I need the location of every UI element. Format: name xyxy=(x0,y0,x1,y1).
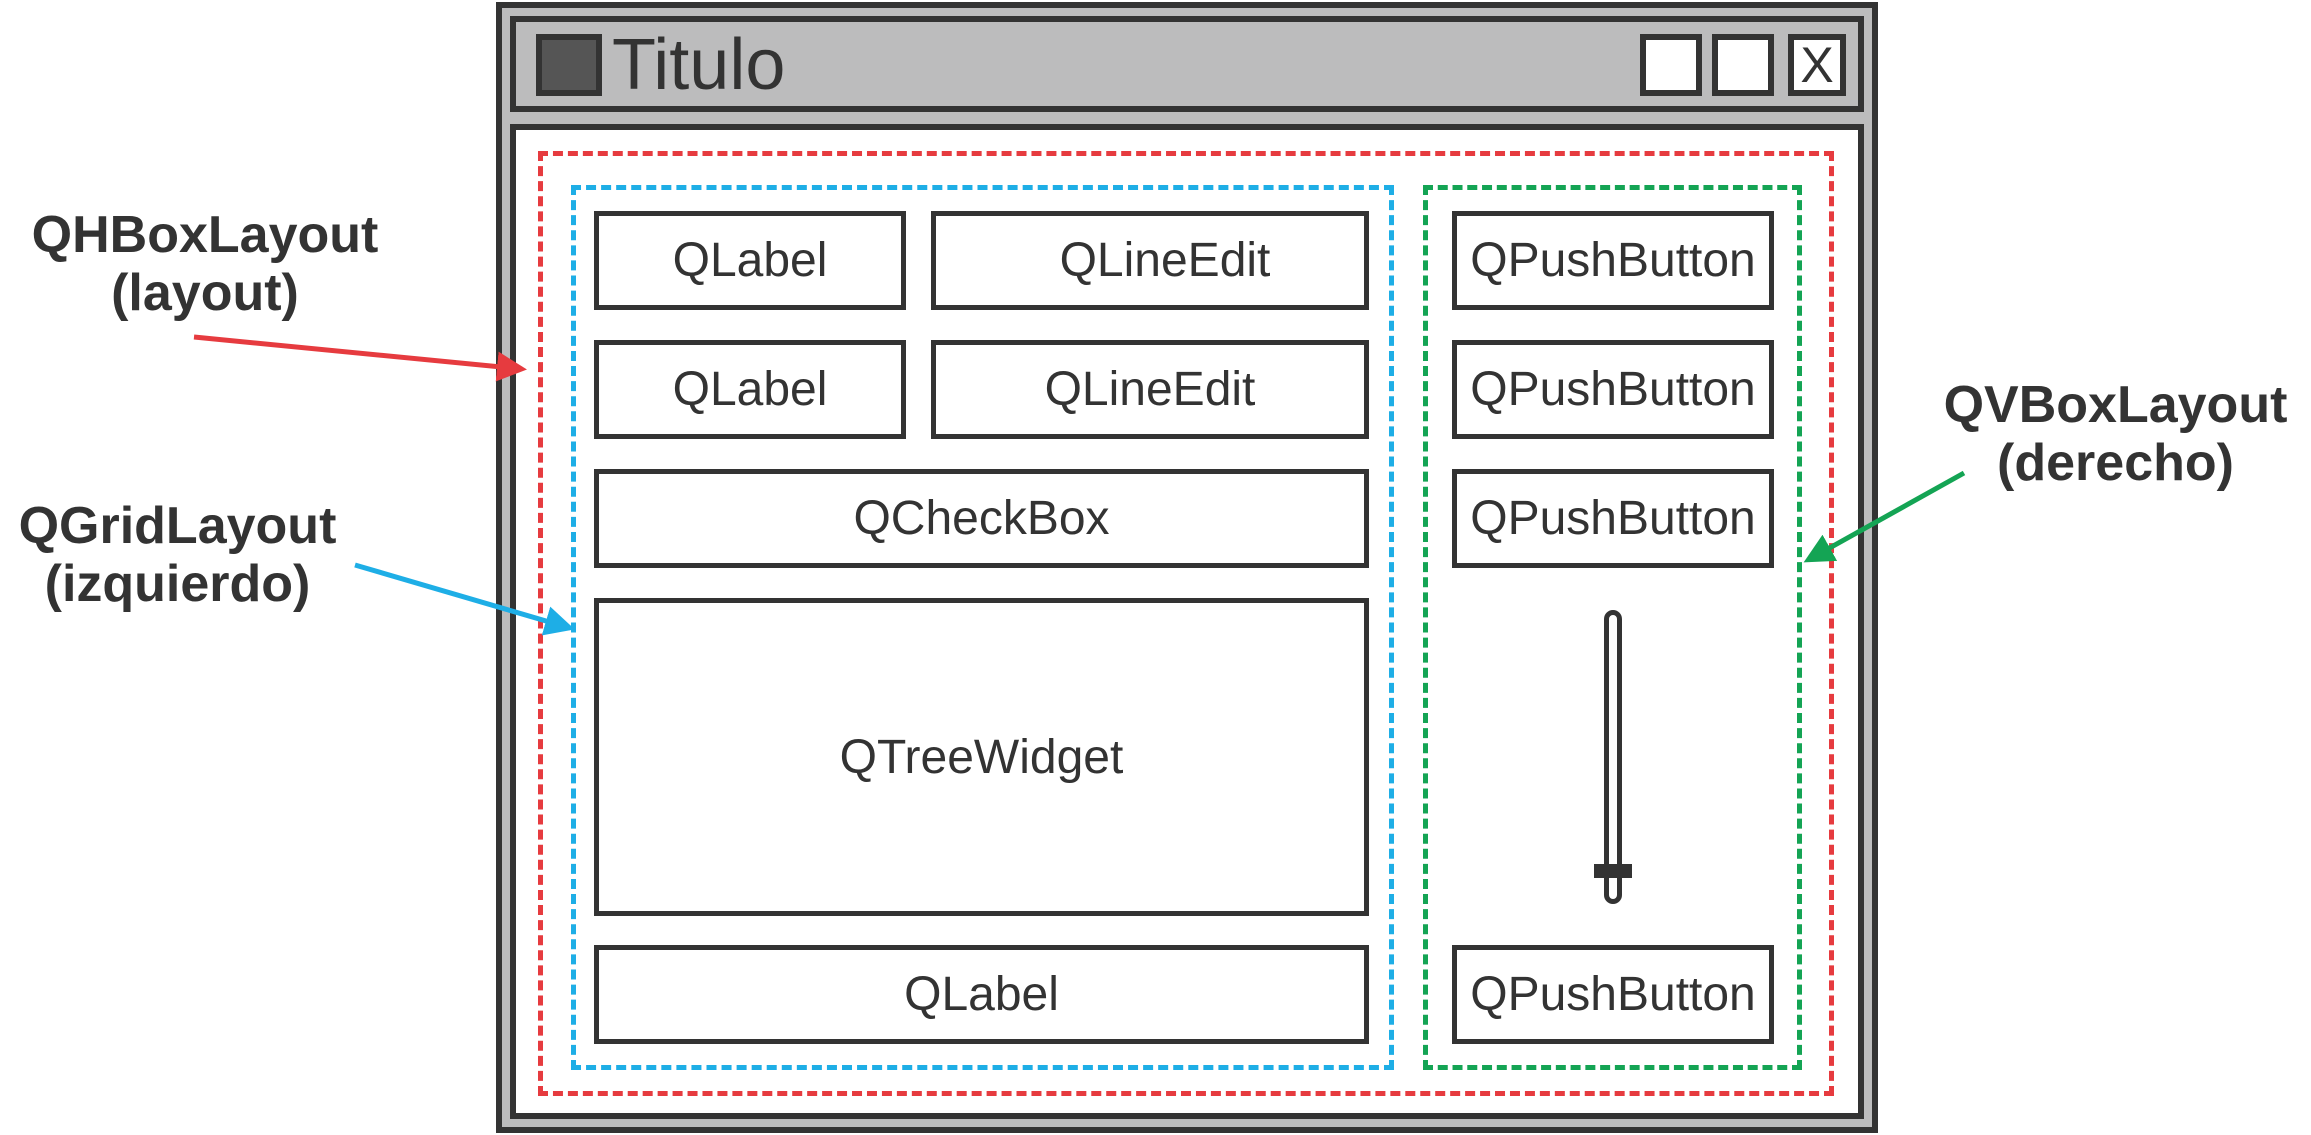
hbox-annotation-subtitle: (layout) xyxy=(111,264,299,322)
treewidget-widget[interactable]: QTreeWidget xyxy=(594,598,1369,916)
label-widget-2: QLabel xyxy=(594,340,906,439)
app-icon xyxy=(536,34,602,96)
vbox-annotation-subtitle: (derecho) xyxy=(1997,434,2234,492)
vbox-arrow xyxy=(1803,470,1966,563)
push-button-2[interactable]: QPushButton xyxy=(1452,340,1774,439)
grid-annotation: QGridLayout (izquierdo) xyxy=(0,497,355,613)
hbox-layout-frame xyxy=(538,151,1834,1096)
maximize-button[interactable] xyxy=(1712,34,1774,96)
hbox-annotation: QHBoxLayout (layout) xyxy=(30,206,380,322)
hbox-arrow xyxy=(193,334,527,382)
push-button-1[interactable]: QPushButton xyxy=(1452,211,1774,310)
push-button-3[interactable]: QPushButton xyxy=(1452,469,1774,568)
lineedit-widget-1[interactable]: QLineEdit xyxy=(931,211,1369,310)
close-button[interactable]: X xyxy=(1788,34,1846,96)
vbox-annotation: QVBoxLayout (derecho) xyxy=(1923,376,2308,492)
checkbox-widget[interactable]: QCheckBox xyxy=(594,469,1369,568)
window-title: Titulo xyxy=(612,25,786,105)
vertical-slider[interactable] xyxy=(1604,610,1622,904)
vbox-annotation-title: QVBoxLayout xyxy=(1943,376,2288,434)
grid-annotation-title: QGridLayout xyxy=(18,497,337,555)
hbox-annotation-title: QHBoxLayout xyxy=(31,206,379,264)
lineedit-widget-2[interactable]: QLineEdit xyxy=(931,340,1369,439)
vbox-layout-frame xyxy=(1423,185,1802,1070)
label-widget-3: QLabel xyxy=(594,945,1369,1044)
slider-handle[interactable] xyxy=(1594,864,1632,878)
minimize-button[interactable] xyxy=(1640,34,1702,96)
push-button-4[interactable]: QPushButton xyxy=(1452,945,1774,1044)
grid-arrow xyxy=(354,562,575,636)
grid-annotation-subtitle: (izquierdo) xyxy=(44,555,311,613)
title-bar[interactable] xyxy=(510,16,1864,112)
label-widget-1: QLabel xyxy=(594,211,906,310)
